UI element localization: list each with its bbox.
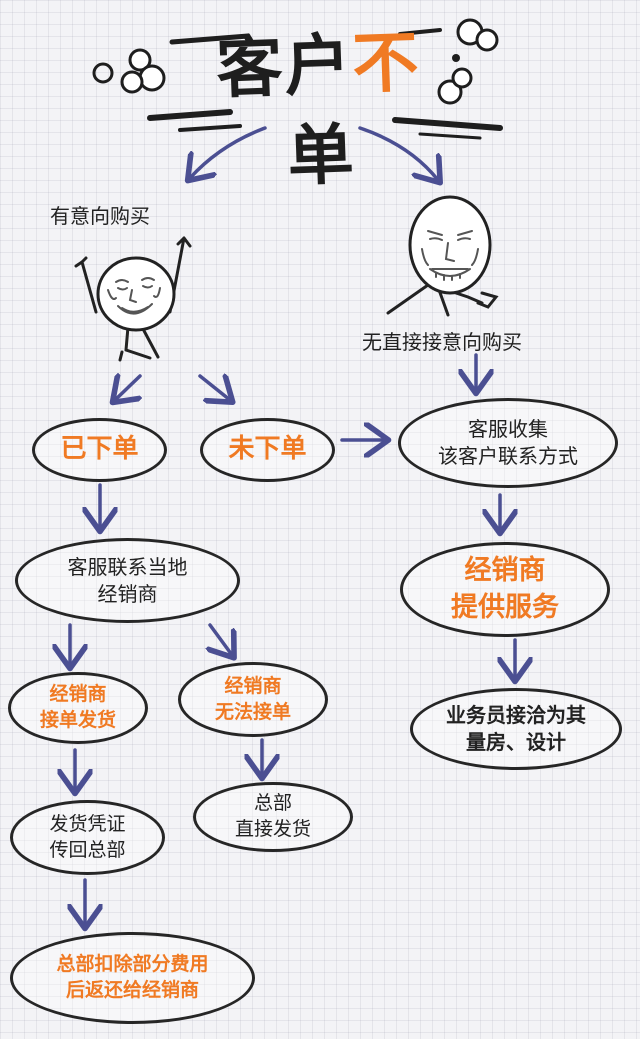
node-cs-collect: 客服收集 该客户联系方式: [398, 398, 618, 488]
node-contact-dealer-line2: 经销商: [97, 581, 158, 606]
node-voucher: 发货凭证 传回总部: [10, 800, 165, 875]
excited-meme-face-icon: [74, 236, 192, 362]
arrow-intent-to-ordered: [115, 376, 140, 400]
title-right: 单: [286, 114, 357, 196]
node-dealer-ship-line2: 接单发货: [39, 709, 116, 731]
node-dealer-ship-line1: 经销商: [49, 683, 107, 706]
arrow-intent-to-not-ordered: [198, 376, 230, 400]
node-dealer-service: 经销商 提供服务: [400, 542, 610, 637]
node-salesman-line2: 量房、设计: [466, 730, 566, 754]
node-hq-refund-line1: 总部扣除部分费用: [56, 953, 209, 976]
node-dealer-cannot: 经销商 无法接单: [178, 662, 328, 737]
node-ordered-label: 已下单: [60, 434, 139, 465]
node-salesman-line1: 业务员接洽为其: [446, 703, 586, 727]
node-not-ordered: 未下单: [200, 418, 335, 482]
node-hq-ship-line2: 直接发货: [234, 818, 311, 840]
title-banner: 客户不单: [0, 0, 640, 195]
node-dealer-cannot-line1: 经销商: [224, 674, 282, 697]
node-not-ordered-label: 未下单: [228, 434, 307, 465]
node-hq-refund: 总部扣除部分费用 后返还给经销商: [10, 932, 255, 1024]
node-hq-ship: 总部 直接发货: [193, 782, 353, 852]
node-dealer-service-line2: 提供服务: [451, 591, 559, 623]
branch-intent-label: 有意向购买: [50, 204, 150, 228]
node-voucher-line1: 发货凭证: [49, 812, 126, 835]
node-ordered: 已下单: [32, 418, 167, 482]
node-dealer-cannot-line2: 无法接单: [214, 700, 291, 723]
page-title: 客户不单: [187, 16, 453, 205]
node-contact-dealer: 客服联系当地 经销商: [15, 538, 240, 623]
node-hq-refund-line2: 后返还给经销商: [65, 979, 199, 1001]
smug-meme-face-icon: [386, 195, 499, 317]
node-cs-collect-line1: 客服收集: [468, 417, 548, 441]
title-accent: 不: [351, 22, 422, 103]
node-dealer-service-line1: 经销商: [464, 555, 546, 587]
node-dealer-ship: 经销商 接单发货: [8, 672, 148, 744]
node-salesman: 业务员接洽为其 量房、设计: [410, 688, 622, 770]
node-voucher-line2: 传回总部: [49, 838, 126, 861]
node-contact-dealer-line1: 客服联系当地: [67, 554, 188, 579]
title-left: 客户: [215, 24, 354, 108]
branch-no-intent-label: 无直接接意向购买: [362, 330, 522, 354]
node-hq-ship-line1: 总部: [253, 792, 292, 815]
node-cs-collect-line2: 该客户联系方式: [438, 444, 578, 468]
arrow-contact-to-cannot: [210, 623, 232, 655]
